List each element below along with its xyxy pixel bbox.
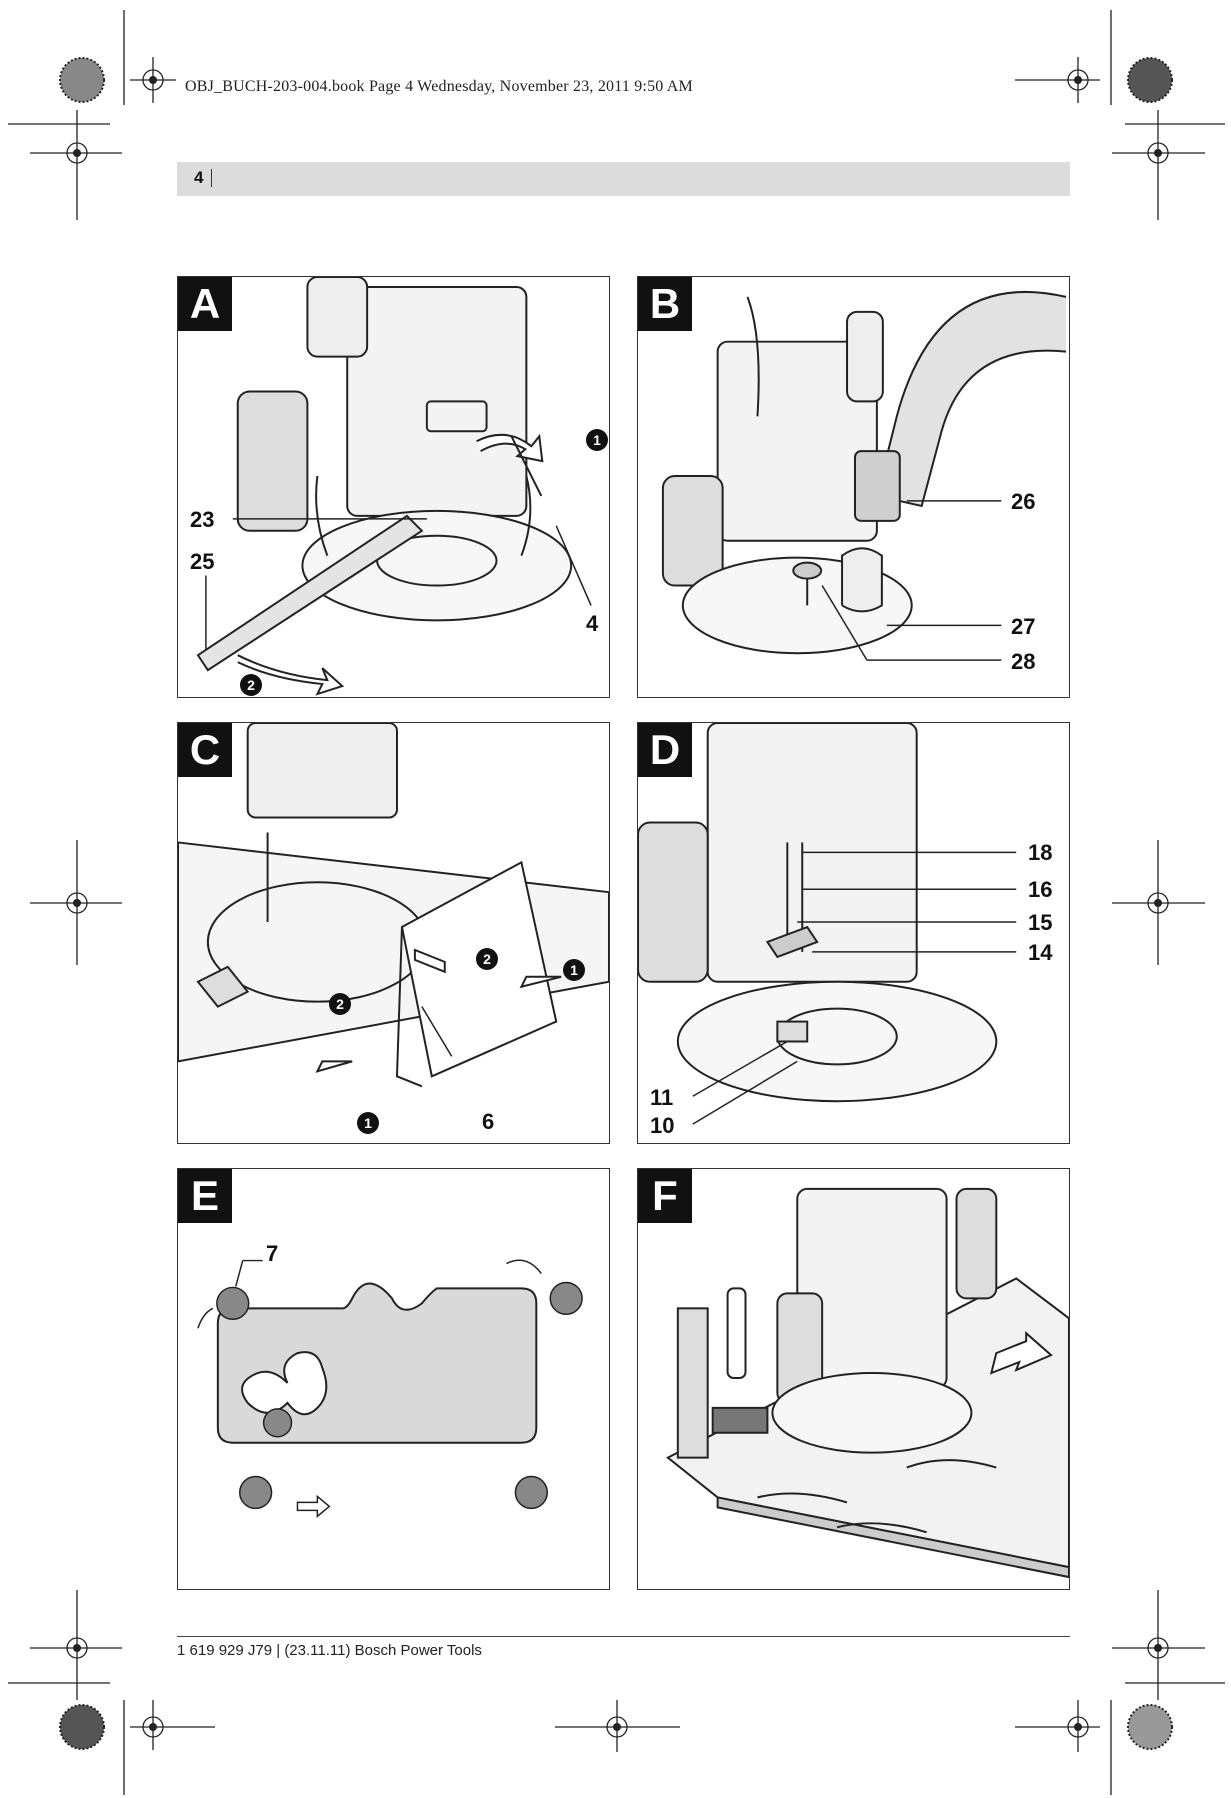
- router-with-dust-extraction-illustration: [661, 290, 1067, 661]
- page-number: 4: [194, 168, 204, 187]
- template-routing-diagram: [197, 1259, 583, 1518]
- footer-rule: [177, 1636, 1070, 1637]
- callout-6: 6: [482, 1109, 495, 1134]
- callout-25: 25: [190, 549, 215, 574]
- panel-letter: C: [178, 723, 232, 777]
- parallel-guide-illustration: [178, 723, 609, 1088]
- callout-14: 14: [1028, 940, 1053, 965]
- callout-15: 15: [1028, 910, 1053, 935]
- callout-4: 4: [586, 611, 599, 636]
- figure-panel-f: F: [637, 1168, 1070, 1590]
- depth-stop-illustration: [638, 723, 1017, 1125]
- leader-lines: [205, 518, 592, 651]
- callout-27: 27: [1011, 614, 1036, 639]
- router-illustration: [196, 277, 573, 696]
- callout-11: 11: [650, 1085, 674, 1110]
- step-marker-2b: 2: [329, 993, 351, 1015]
- callout-18: 18: [1028, 840, 1053, 865]
- callout-28: 28: [1011, 649, 1036, 674]
- panel-letter: E: [178, 1169, 232, 1223]
- figure-panel-e: E 7: [177, 1168, 610, 1590]
- step-marker-1: 1: [586, 429, 608, 451]
- panel-letter: F: [638, 1169, 692, 1223]
- figure-panel-b: B 26 27 28: [637, 276, 1070, 698]
- step-marker-1a: 1: [563, 959, 585, 981]
- callout-16: 16: [1028, 877, 1053, 902]
- print-header: OBJ_BUCH-203-004.book Page 4 Wednesday, …: [185, 78, 693, 95]
- callout-10: 10: [650, 1113, 675, 1138]
- router-clamped-workpiece-illustration: [666, 1187, 1069, 1579]
- panel-letter: A: [178, 277, 232, 331]
- step-marker-2a: 2: [476, 948, 498, 970]
- panel-letter: D: [638, 723, 692, 777]
- page-header-band: [177, 162, 1070, 196]
- panel-letter: B: [638, 277, 692, 331]
- callout-26: 26: [1011, 489, 1036, 514]
- figure-panel-c: C 2 1 2 1 6: [177, 722, 610, 1144]
- figure-panel-d: D 18 16 15 14 11 10: [637, 722, 1070, 1144]
- step-marker-2: 2: [240, 674, 262, 696]
- page-number-divider: [211, 169, 212, 187]
- callout-23: 23: [190, 507, 215, 532]
- callout-7: 7: [266, 1241, 279, 1266]
- figure-panel-a: A 23 25 4 1 2: [177, 276, 610, 698]
- step-marker-1b: 1: [357, 1112, 379, 1134]
- footer-text: 1 619 929 J79 | (23.11.11) Bosch Power T…: [177, 1642, 482, 1659]
